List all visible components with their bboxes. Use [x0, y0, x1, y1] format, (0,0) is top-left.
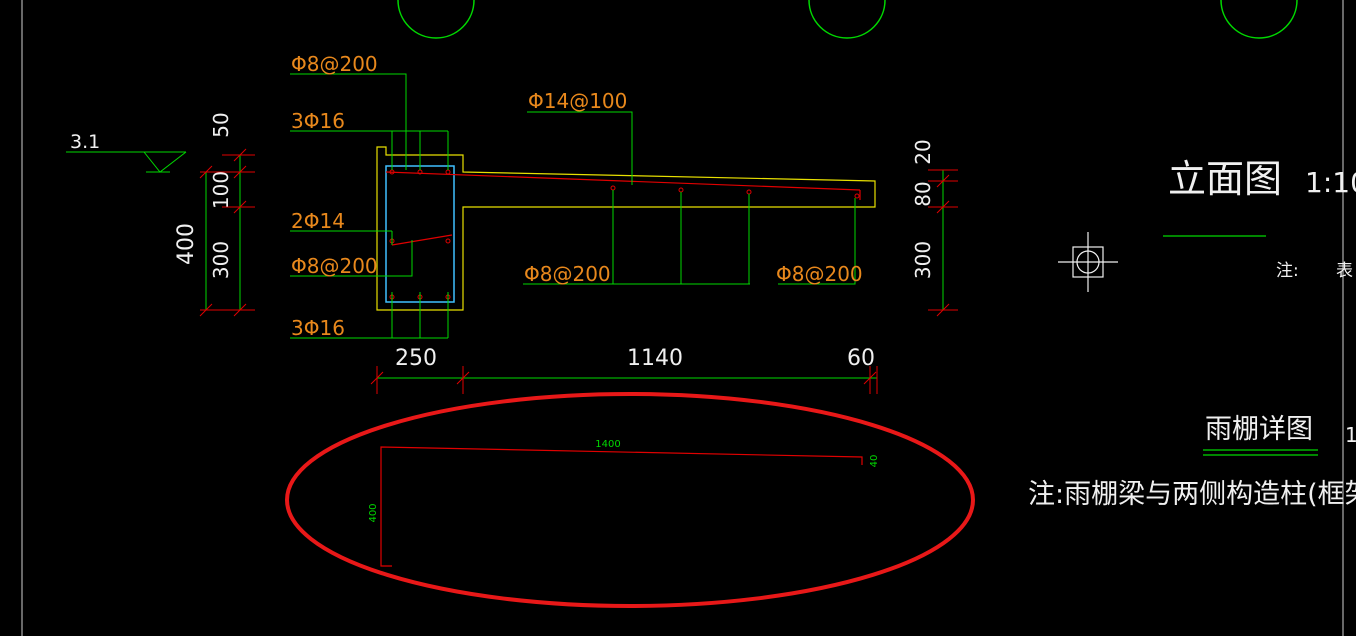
label-slab-dist-left: Φ8@200 [524, 262, 611, 286]
leader-lines [290, 73, 856, 339]
detail-scale: 1 [1345, 423, 1356, 447]
grid-circle-1 [397, 0, 475, 39]
dim-right-80: 80 [911, 181, 935, 206]
label-top-bars: 3Φ16 [291, 109, 345, 133]
label-stirrup-top: Φ8@200 [291, 52, 378, 76]
detail-note: 注:雨棚梁与两侧构造柱(框架柱)相连. [1028, 479, 1356, 510]
elevation-scale: 1:10 [1305, 166, 1356, 199]
bar-hook-right-label: 40 [869, 455, 880, 468]
grid-circle-3 [1220, 0, 1298, 39]
dim-beam-width: 250 [395, 346, 437, 371]
dim-left-100: 100 [209, 171, 233, 209]
elevation-value: 3.1 [70, 131, 100, 153]
dim-right-20: 20 [911, 139, 935, 164]
elevation-marker: 3.1 [66, 131, 187, 173]
elevation-title: 立面图 [1168, 157, 1282, 201]
left-dimensions: 50 100 300 400 [174, 112, 255, 317]
note-fragment: 表 [1336, 261, 1353, 281]
dim-slab-length: 1140 [627, 346, 683, 371]
label-waist-bars: 2Φ14 [291, 209, 345, 233]
dim-left-300: 300 [209, 241, 233, 279]
dim-left-400: 400 [174, 223, 199, 265]
grid-circle-2 [808, 0, 886, 39]
label-slab-dist-right: Φ8@200 [776, 262, 863, 286]
label-stirrup-mid: Φ8@200 [291, 254, 378, 278]
bent-bar-shape: 1400 400 40 [368, 439, 880, 567]
note-prefix: 注: [1276, 261, 1299, 281]
crosshair-symbol [1058, 232, 1118, 292]
bar-hook-left-label: 400 [368, 503, 379, 522]
bar-length-label: 1400 [595, 439, 620, 450]
highlight-ellipse [285, 392, 975, 608]
detail-title: 雨棚详图 [1205, 414, 1313, 445]
dim-tip: 60 [847, 346, 875, 371]
dim-right-300: 300 [911, 241, 935, 279]
dim-left-50: 50 [209, 112, 233, 137]
label-slab-top: Φ14@100 [528, 89, 627, 113]
label-bottom-bars: 3Φ16 [291, 316, 345, 340]
right-dimensions: 20 80 300 [911, 139, 958, 317]
canopy-concrete-outline [376, 146, 876, 311]
bottom-dimensions: 250 1140 60 [370, 346, 878, 394]
